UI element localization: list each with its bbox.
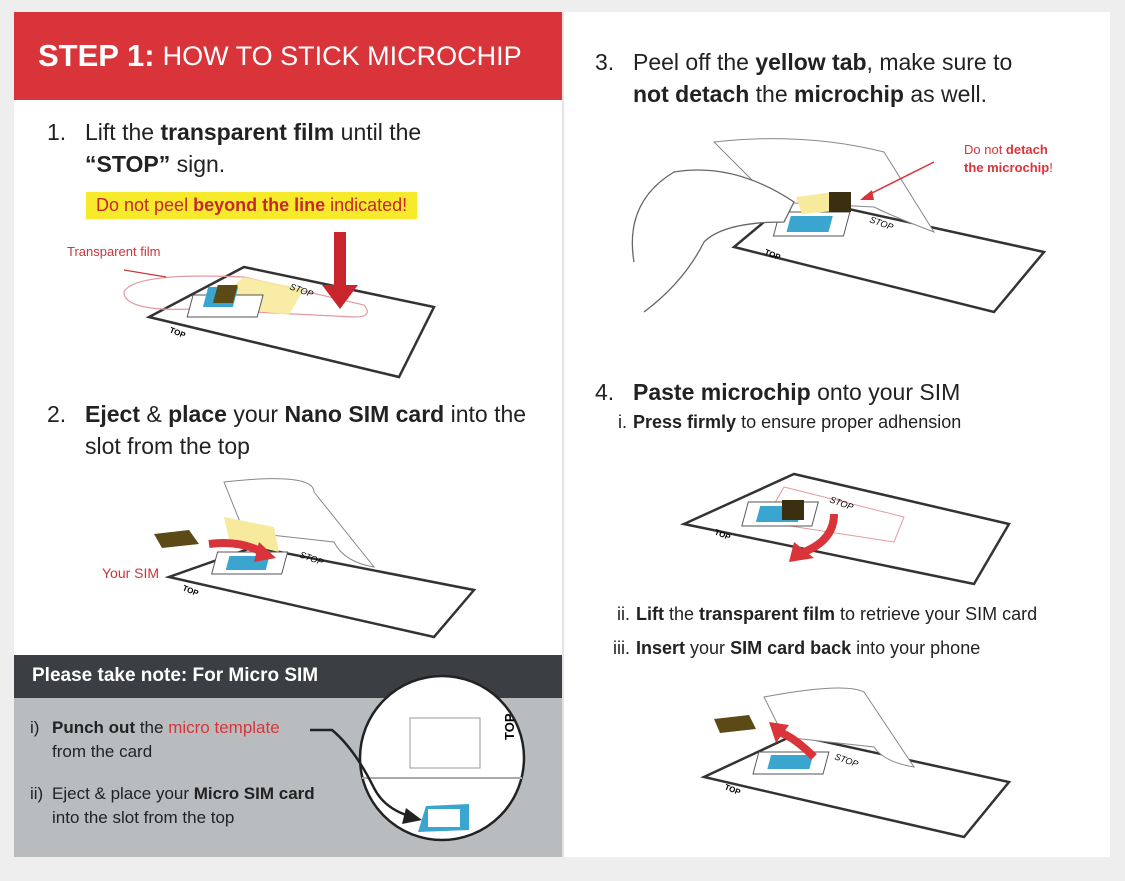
numeral: i): [30, 718, 40, 737]
text: sign.: [170, 151, 226, 177]
text: into your phone: [851, 638, 981, 658]
text-bold: transparent film: [699, 604, 836, 624]
text-bold: Lift: [636, 604, 664, 624]
text: Peel off the: [633, 49, 756, 75]
text-bold: Micro SIM card: [193, 784, 315, 803]
text: the: [663, 604, 700, 624]
note-item-1: i) Punch out the micro template from the…: [30, 716, 280, 764]
step-2-illustration: Your SIM TOP STOP: [102, 478, 477, 639]
column-divider: [562, 12, 564, 857]
detach-warning-label: Do not detach: [964, 142, 1048, 157]
step-2-text: 2. Eject & place your Nano SIM card into…: [47, 398, 545, 462]
step-4-sub-3: iii. Insert your SIM card back into your …: [613, 638, 981, 659]
text: &: [139, 401, 169, 427]
text: the: [749, 81, 795, 107]
text-bold: SIM card back: [730, 638, 852, 658]
text: your: [226, 401, 285, 427]
text-bold: beyond the line: [193, 195, 326, 215]
step-3-text: 3. Peel off the yellow tab, make sure to…: [595, 46, 1103, 110]
text: your: [685, 638, 731, 658]
step-4-number: 4.: [595, 379, 615, 405]
step-2-number: 2.: [47, 401, 67, 427]
top-label: TOP: [168, 326, 187, 341]
text: indicated!: [325, 195, 408, 215]
step-4-text: 4. Paste microchip onto your SIM: [595, 376, 1103, 408]
text-bold: Paste microchip: [633, 379, 811, 405]
text: as well.: [903, 81, 988, 107]
top-label: TOP: [181, 584, 200, 599]
top-label: TOP: [502, 713, 517, 740]
step-title: HOW TO STICK MICROCHIP: [162, 40, 522, 71]
numeral: ii): [30, 784, 44, 803]
text-bold: “STOP”: [85, 151, 171, 177]
step-1-number: 1.: [47, 119, 67, 145]
peel-warning: Do not peel beyond the line indicated!: [86, 192, 418, 219]
step-3-number: 3.: [595, 49, 615, 75]
text-bold: yellow tab: [755, 49, 867, 75]
text: Do not peel: [96, 195, 194, 215]
text-bold: not detach: [633, 81, 750, 107]
text-bold: Punch out: [52, 718, 136, 737]
text: Eject & place your: [52, 784, 194, 803]
numeral: ii.: [617, 604, 630, 624]
text-bold: transparent film: [160, 119, 335, 145]
numeral: iii.: [613, 638, 630, 658]
step-1-illustration: TOP STOP Transparent film: [67, 232, 436, 379]
detach-warning-label-2: the microchip!: [964, 160, 1053, 175]
text-bold: place: [168, 401, 227, 427]
text: the: [135, 718, 169, 737]
instruction-sheet: STEP 1: HOW TO STICK MICROCHIP 1. Lift t…: [14, 12, 1110, 857]
step-number: STEP 1:: [38, 38, 155, 73]
step-4-sub-2: ii. Lift the transparent film to retrieve…: [617, 604, 1038, 625]
text: until the: [334, 119, 422, 145]
text-bold: Insert: [636, 638, 686, 658]
step-1-text: 1. Lift the transparent film until the “…: [47, 116, 545, 180]
text-bold: microchip: [794, 81, 904, 107]
your-sim-label: Your SIM: [102, 565, 159, 581]
step-4-paste-illustration: TOP STOP: [679, 472, 1011, 586]
micro-sim-illustration: TOP: [310, 674, 526, 842]
note-item-2: ii) Eject & place your Micro SIM card in…: [30, 782, 315, 830]
numeral: i.: [618, 412, 627, 432]
text: into the slot from the top: [52, 808, 235, 827]
step-3-illustration: Do not detach the microchip! TOP STOP: [631, 138, 1053, 314]
text: to retrieve your SIM card: [835, 604, 1038, 624]
text: Lift the: [85, 119, 161, 145]
transparent-film-label: Transparent film: [67, 244, 160, 259]
text-bold: Eject: [85, 401, 140, 427]
text: onto your SIM: [810, 379, 961, 405]
text-red: micro template: [168, 718, 280, 737]
text-bold: Press firmly: [633, 412, 737, 432]
step-header: STEP 1: HOW TO STICK MICROCHIP: [14, 12, 562, 100]
text: , make sure to: [866, 49, 1013, 75]
step-4-insert-illustration: TOP STOP: [700, 687, 1012, 839]
text-bold: Nano SIM card: [284, 401, 445, 427]
micro-sim-note: i) Punch out the micro template from the…: [14, 674, 562, 857]
text: into the slot from the top: [85, 401, 527, 459]
step-4-sub-1: i. Press firmly to ensure proper adhensio…: [618, 412, 962, 433]
text: to ensure proper adhension: [736, 412, 962, 432]
text: from the card: [52, 742, 153, 761]
